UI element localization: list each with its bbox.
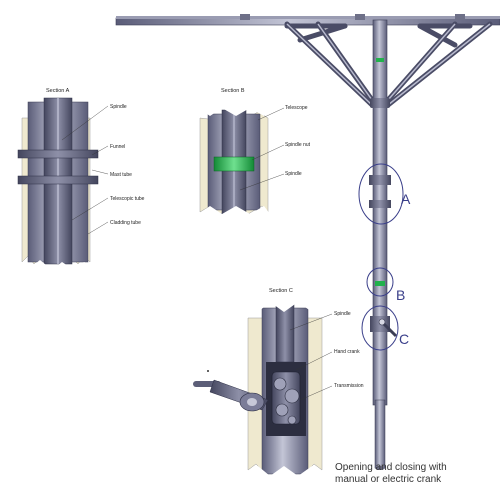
section-a-label-telescopic-tube: Telescopic tube: [110, 196, 145, 202]
marker-b: B: [366, 267, 405, 303]
section-a-label-funnel: Funnel: [110, 144, 125, 150]
transmission-gears: [271, 371, 301, 425]
caption-line-1: Opening and closing with: [335, 462, 447, 473]
mast-lower-tube: [374, 399, 386, 469]
section-a: Section A Spindle Funnel Mast tube Teles…: [17, 88, 145, 272]
section-b: Section B Telescope Spindle nut Spindle: [198, 88, 311, 222]
marker-a: A: [358, 163, 411, 225]
section-c-label-transmission: Transmission: [334, 383, 364, 389]
hand-crank: [193, 370, 269, 412]
spindle-nut: [213, 156, 255, 172]
section-c-title: Section C: [269, 288, 293, 294]
section-a-label-mast-tube: Mast tube: [110, 172, 132, 178]
marker-c-label: C: [399, 331, 409, 347]
section-a-label-cladding-tube: Cladding tube: [110, 220, 141, 226]
section-c-label-spindle: Spindle: [334, 311, 351, 317]
caption: Opening and closing with manual or elect…: [335, 462, 495, 486]
section-b-label-telescope: Telescope: [285, 105, 308, 111]
marker-a-label: A: [401, 191, 411, 207]
section-a-label-spindle: Spindle: [110, 104, 127, 110]
umbrella-frame: [115, 14, 500, 470]
section-c: Section C: [193, 288, 364, 480]
caption-line-2: manual or electric crank: [335, 474, 442, 485]
section-a-title: Section A: [46, 88, 70, 94]
section-b-label-spindle: Spindle: [285, 171, 302, 177]
marker-c: C: [361, 305, 409, 351]
section-b-label-spindle-nut: Spindle nut: [285, 142, 311, 148]
mast-tube: [372, 19, 388, 406]
section-c-label-hand-crank: Hand crank: [334, 349, 360, 355]
section-b-title: Section B: [221, 88, 245, 94]
marker-b-label: B: [396, 287, 405, 303]
